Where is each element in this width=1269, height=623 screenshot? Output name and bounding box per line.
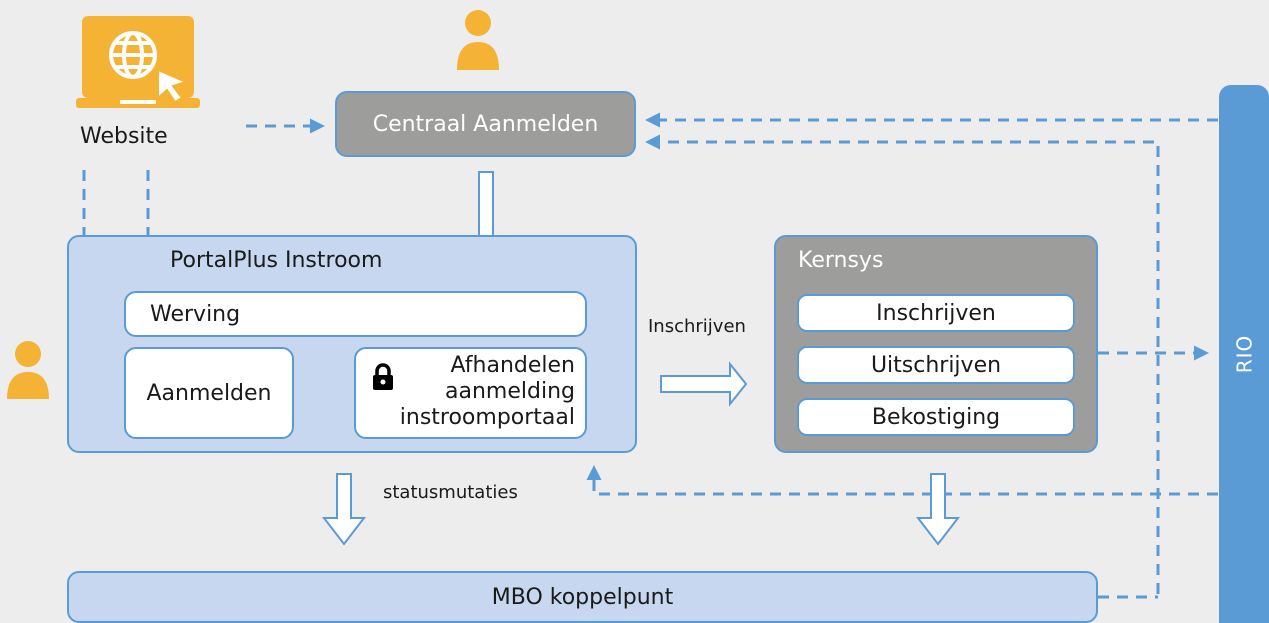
aanmelden-box[interactable]: Aanmelden [124, 347, 294, 439]
werving-label: Werving [150, 301, 241, 327]
person-icon [5, 339, 51, 401]
rio-bar[interactable]: RIO [1219, 85, 1269, 623]
portalplus-title: PortalPlus Instroom [170, 248, 383, 273]
afhandelen-line-2: aanmelding [445, 379, 575, 404]
afhandelen-line-1: Afhandelen [450, 353, 575, 378]
statusmutaties-label: statusmutaties [383, 482, 518, 503]
lock-icon [372, 363, 394, 391]
rio-label: RIO [1231, 334, 1256, 374]
aanmelden-label: Aanmelden [146, 380, 272, 406]
mbo-koppelpunt-box[interactable]: MBO koppelpunt [67, 571, 1098, 623]
kernsys-item-label: Inschrijven [876, 300, 996, 326]
person-icon [455, 8, 501, 72]
portal-to-mbo-arrow [321, 473, 367, 546]
afhandelen-line-3: instroomportaal [399, 405, 575, 430]
kernsys-item-bekostiging[interactable]: Bekostiging [797, 398, 1075, 436]
inschrijven-arrow [660, 361, 748, 407]
kernsys-item-inschrijven[interactable]: Inschrijven [797, 294, 1075, 332]
centraal-aanmelden-box[interactable]: Centraal Aanmelden [335, 91, 636, 157]
kernsys-title: Kernsys [798, 248, 884, 273]
laptop-globe-icon [76, 14, 200, 118]
kernsys-item-label: Uitschrijven [870, 352, 1002, 378]
mbo-koppelpunt-label: MBO koppelpunt [491, 584, 674, 610]
werving-box[interactable]: Werving [124, 291, 587, 337]
centraal-aanmelden-label: Centraal Aanmelden [372, 111, 599, 137]
inschrijven-flow-label: Inschrijven [648, 316, 746, 337]
kernsys-to-mbo-arrow [915, 473, 961, 546]
kernsys-item-label: Bekostiging [871, 404, 1001, 430]
kernsys-item-uitschrijven[interactable]: Uitschrijven [797, 346, 1075, 384]
rio-to-portal-arrow [586, 465, 1218, 496]
afhandelen-box[interactable]: Afhandelen aanmelding instroomportaal [354, 347, 587, 439]
website-label: Website [80, 124, 168, 149]
